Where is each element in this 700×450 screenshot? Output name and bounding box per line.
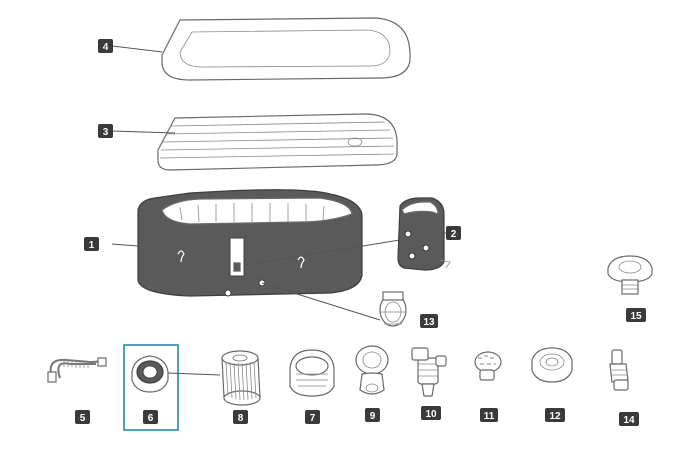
svg-text:9: 9	[370, 411, 376, 422]
svg-text:10: 10	[425, 409, 437, 420]
badge-1: 1	[84, 237, 99, 251]
badge-6: 6	[143, 410, 158, 424]
svg-text:14: 14	[623, 415, 635, 426]
part-11-strainer	[474, 351, 502, 381]
part-3-inflatable-lid	[111, 113, 398, 171]
badge-5: 5	[75, 410, 90, 424]
part-14-valve	[609, 349, 629, 391]
badge-9: 9	[365, 408, 380, 422]
badge-3: 3	[98, 124, 113, 138]
part-10-connector	[411, 347, 447, 397]
svg-text:15: 15	[630, 311, 642, 322]
svg-text:6: 6	[148, 413, 154, 424]
badge-8: 8	[233, 410, 248, 424]
badge-12: 12	[545, 408, 565, 422]
part-13-adapter	[379, 291, 407, 327]
badge-14: 14	[619, 412, 639, 426]
badge-2: 2	[446, 226, 461, 240]
badge-13: 13	[420, 314, 438, 328]
part-15-plug	[607, 255, 653, 295]
svg-text:12: 12	[549, 411, 561, 422]
svg-text:13: 13	[423, 317, 435, 328]
part-4-lid-cover-frame	[111, 17, 411, 81]
badge-10: 10	[421, 406, 441, 420]
part-8-filter-cartridge	[221, 350, 261, 406]
badge-11: 11	[480, 408, 498, 422]
svg-text:5: 5	[80, 413, 86, 424]
svg-text:3: 3	[103, 127, 109, 138]
part-6-valve-cap	[131, 355, 221, 393]
part-12-fitting	[531, 347, 573, 383]
badge-4: 4	[98, 39, 113, 53]
svg-text:1: 1	[89, 240, 95, 251]
svg-text:2: 2	[451, 229, 457, 240]
part-1-spa-body	[111, 189, 401, 321]
part-7-filter-housing	[289, 349, 335, 397]
svg-text:8: 8	[238, 413, 244, 424]
svg-text:11: 11	[484, 411, 495, 422]
svg-text:4: 4	[103, 42, 109, 53]
badge-7: 7	[305, 410, 320, 424]
badge-15: 15	[626, 308, 646, 322]
svg-text:7: 7	[310, 413, 316, 424]
part-6-highlight-box	[123, 344, 179, 431]
part-9-connector	[355, 345, 389, 395]
part-5-hose	[47, 357, 107, 383]
part-2-pump	[397, 197, 451, 271]
